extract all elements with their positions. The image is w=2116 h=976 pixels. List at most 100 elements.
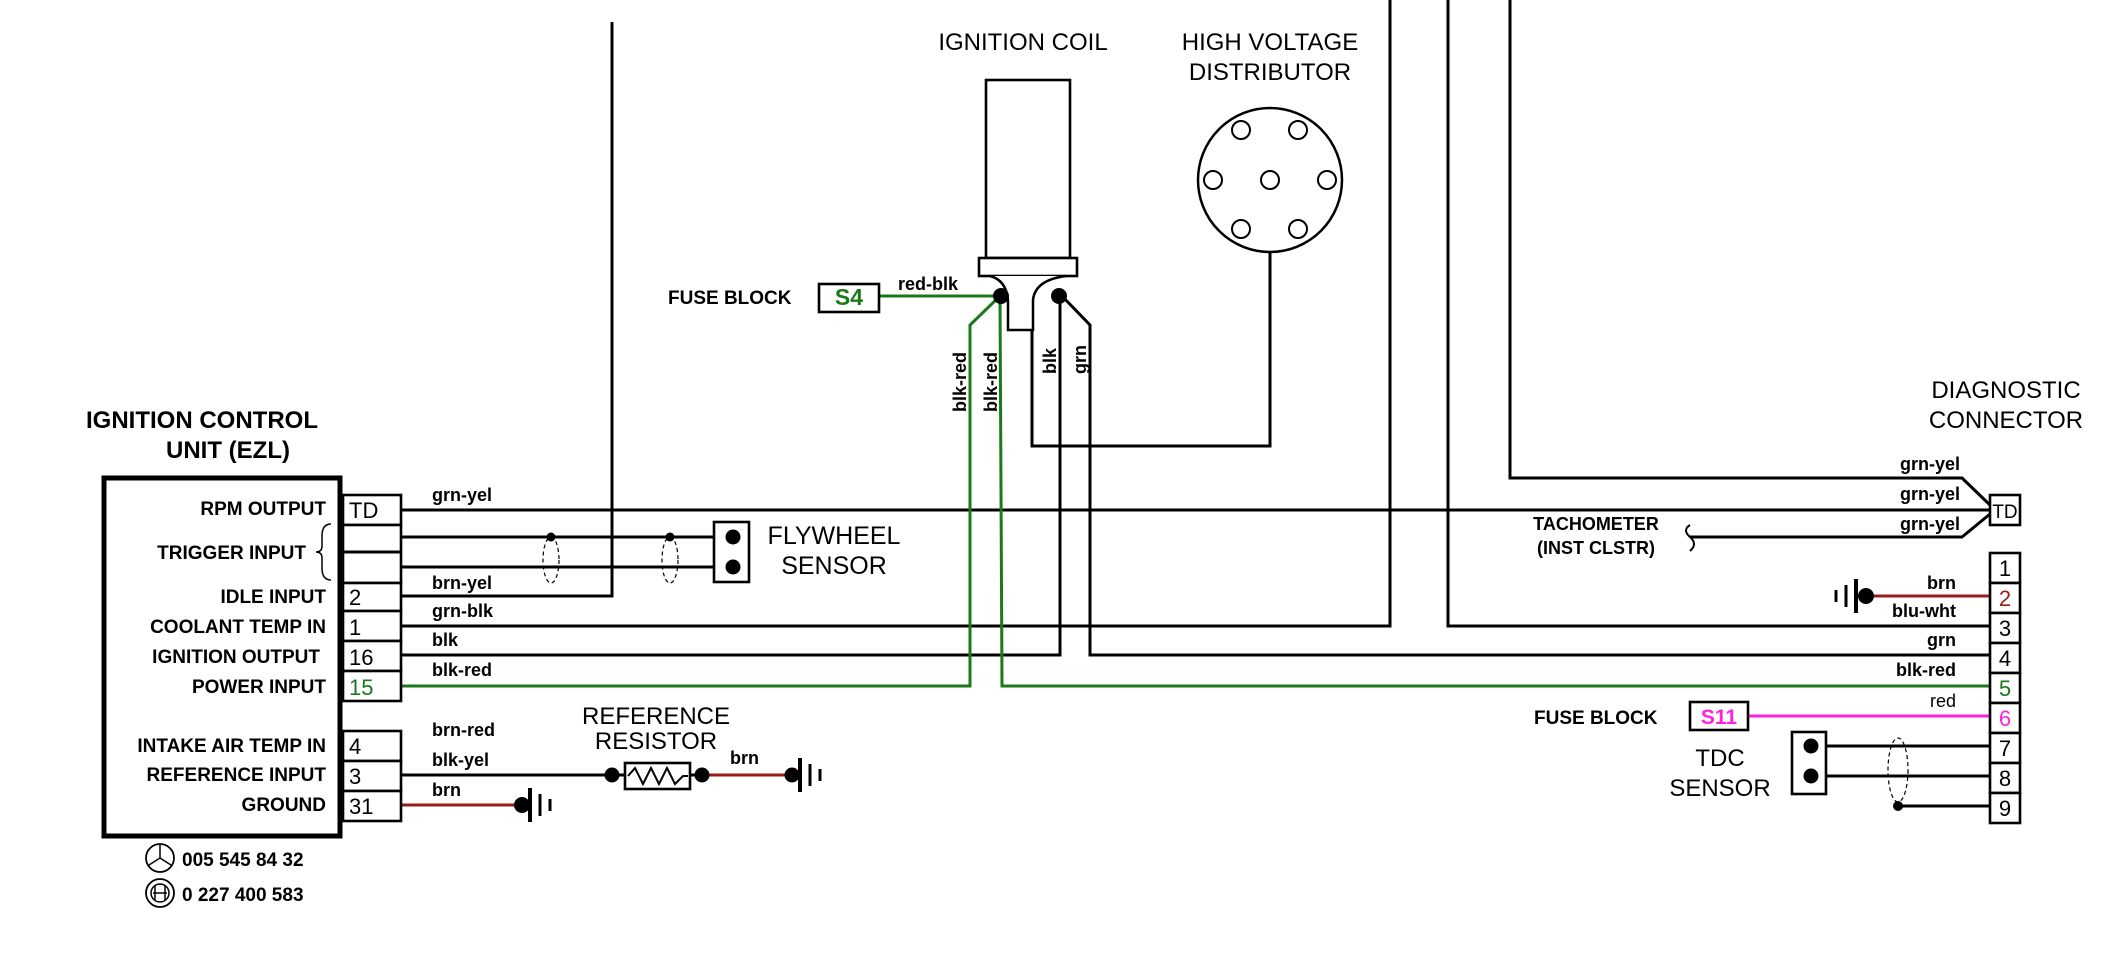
ezl-pin-box-4 — [341, 729, 403, 763]
wire-coil-dist — [1030, 180, 1272, 448]
diag-fuse-id: S11 — [1701, 706, 1738, 729]
ezl-wire-grn-blk: grn-blk — [432, 601, 494, 621]
diag-wire-blu-wht: blu-wht — [1892, 601, 1956, 621]
reference-resistor: REFERENCE RESISTOR brn — [582, 703, 822, 792]
ezl-part-bosch: 0 227 400 583 — [182, 885, 304, 906]
diag-top-wire-3: grn-yel — [1900, 514, 1960, 534]
ezl-pin-td: TD — [349, 498, 378, 523]
ezl-wire-blk-yel: blk-yel — [432, 750, 489, 770]
ezl-pin-31: 31 — [349, 794, 373, 819]
diagnostic-connector: DIAGNOSTIC CONNECTOR grn-yel grn-yel grn… — [1533, 377, 2083, 825]
trigger-shield-2 — [661, 536, 679, 584]
coil-wire-blk: blk — [1040, 347, 1060, 374]
diag-pin-box-9 — [1988, 791, 2022, 825]
tdc-title-line1: TDC — [1695, 745, 1744, 772]
diag-tach-line1: TACHOMETER — [1533, 514, 1659, 534]
coil-terminal-left — [993, 288, 1009, 304]
ezl-pin-4: 4 — [349, 734, 361, 759]
bosch-logo-icon — [145, 878, 175, 908]
ezl-label-coolant-temp: COOLANT TEMP IN — [150, 617, 326, 638]
trigger-node-1 — [546, 532, 556, 542]
ezl-box — [101, 475, 343, 839]
coil-fuse-label: FUSE BLOCK — [668, 288, 792, 309]
ignition-control-unit: IGNITION CONTROL UNIT (EZL) RPM OUTPUT T… — [86, 407, 552, 908]
tdc-pin-1 — [1803, 738, 1819, 754]
distributor-title-line1: HIGH VOLTAGE — [1182, 29, 1358, 56]
flywheel-pin-2 — [725, 559, 741, 575]
resistor-ground-node — [784, 767, 800, 783]
resistor-ground-icon — [798, 758, 822, 792]
flywheel-title-line2: SENSOR — [781, 552, 887, 580]
coil-fuse-id: S4 — [835, 284, 863, 310]
diag-pin-td: TD — [1992, 502, 2017, 523]
diag-pin-2: 2 — [1999, 586, 2011, 611]
diag-wire-red: red — [1930, 691, 1956, 711]
tdc-title-line2: SENSOR — [1669, 775, 1770, 802]
ezl-label-trigger-input: TRIGGER INPUT — [157, 543, 306, 564]
diag-pin-box-7 — [1988, 731, 2022, 765]
ezl-pin-15: 15 — [349, 675, 373, 700]
wire-diag-3 — [1446, 0, 1990, 628]
distributor-tower-center — [1260, 170, 1280, 190]
tdc-shield-node — [1893, 801, 1903, 811]
ezl-pin-box-1 — [341, 609, 403, 643]
ezl-label-power-input: POWER INPUT — [192, 677, 326, 698]
ezl-part-mb: 005 545 84 32 — [182, 850, 304, 871]
diag-pin-7: 7 — [1999, 736, 2011, 761]
diag-pin-4: 4 — [1999, 646, 2011, 671]
diag-title-line1: DIAGNOSTIC — [1931, 377, 2080, 404]
ezl-wire-blk: blk — [432, 630, 459, 650]
distributor-tower-5 — [1231, 219, 1251, 239]
resistor-title-line2: RESISTOR — [595, 728, 717, 755]
tachometer-connector-icon — [1685, 524, 1695, 552]
coil-title: IGNITION COIL — [938, 29, 1107, 56]
distributor-title-line2: DISTRIBUTOR — [1189, 59, 1351, 86]
distributor-tower-3 — [1203, 170, 1223, 190]
diag-fuse-box — [1688, 700, 1750, 732]
ezl-label-idle-input: IDLE INPUT — [220, 587, 326, 608]
high-voltage-distributor: HIGH VOLTAGE DISTRIBUTOR — [1182, 29, 1358, 254]
ezl-pin-1: 1 — [349, 615, 361, 640]
ezl-ground-node — [514, 797, 530, 813]
green-wires — [401, 294, 1990, 688]
mercedes-star-icon — [145, 843, 175, 873]
ignition-coil: IGNITION COIL FUSE BLOCK S4 red-blk blk-… — [668, 29, 1108, 412]
tdc-pin-2 — [1803, 768, 1819, 784]
wire-tachometer — [1690, 512, 1991, 539]
diag-wire-blk-red: blk-red — [1896, 660, 1956, 680]
wire-coil-grn — [1059, 293, 1990, 657]
resistor-box — [623, 761, 692, 791]
diag-pin-box-td — [1988, 493, 2022, 527]
wire-power-input — [401, 294, 1002, 688]
diag-pin-8: 8 — [1999, 766, 2011, 791]
ezl-pin-16: 16 — [349, 645, 373, 670]
ezl-label-ignition-output: IGNITION OUTPUT — [152, 647, 320, 668]
diag-pin-box-3 — [1988, 611, 2022, 645]
ezl-wire-brn-red: brn-red — [432, 720, 495, 740]
diag-title-line2: CONNECTOR — [1929, 407, 2083, 434]
ezl-wire-brn: brn — [432, 780, 461, 800]
flywheel-title-line1: FLYWHEEL — [768, 522, 901, 550]
ezl-label-reference-input: REFERENCE INPUT — [147, 765, 327, 786]
ezl-title-line1: IGNITION CONTROL — [86, 407, 318, 434]
distributor-tower-1 — [1231, 120, 1251, 140]
diag-tach-line2: (INST CLSTR) — [1537, 538, 1655, 558]
resistor-node-out — [694, 767, 710, 783]
distributor-tower-6 — [1288, 219, 1308, 239]
flywheel-pin-1 — [725, 529, 741, 545]
wire-idle-input — [401, 22, 614, 598]
resistor-wire-brn: brn — [730, 748, 759, 768]
brown-wires — [401, 594, 1990, 807]
coil-wire-blk-red-1: blk-red — [950, 352, 970, 412]
ezl-pin-2: 2 — [349, 585, 361, 610]
wire-grn-yel-top — [1508, 0, 1992, 507]
flywheel-sensor: FLYWHEEL SENSOR — [542, 520, 901, 584]
ezl-wire-brn-yel: brn-yel — [432, 573, 492, 593]
ezl-label-rpm-output: RPM OUTPUT — [200, 499, 326, 520]
ezl-pin-box-trigger — [341, 523, 403, 585]
ezl-trigger-brace — [315, 523, 332, 581]
coil-body — [984, 78, 1072, 260]
diag-pin-1: 1 — [1999, 556, 2011, 581]
ezl-wire-blk-red: blk-red — [432, 660, 492, 680]
